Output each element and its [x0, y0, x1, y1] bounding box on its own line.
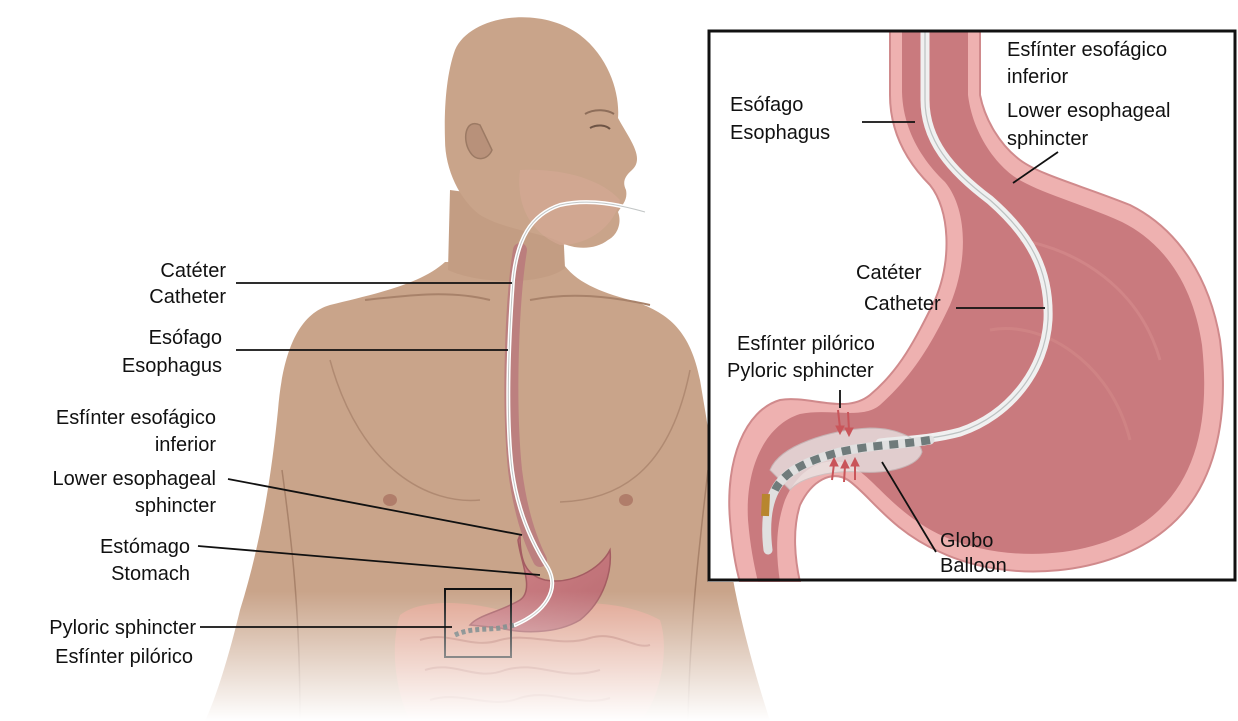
inset-label-balloon-es: Globo: [940, 530, 993, 552]
label-esophagus-en: Esophagus: [122, 355, 222, 377]
inset-label-les-en-2: sphincter: [1007, 128, 1088, 150]
inset-label-pyloric-es: Esfínter pilórico: [737, 333, 875, 355]
inset-label-les-es-1: Esfínter esofágico: [1007, 39, 1167, 61]
label-les-en-1: Lower esophageal: [53, 468, 216, 490]
left-labels: Catéter Catheter Esófago Esophagus Esfín…: [49, 260, 226, 668]
inset-label-esophagus-es: Esófago: [730, 94, 803, 116]
label-stomach-es: Estómago: [100, 536, 190, 558]
label-esophagus-es: Esófago: [149, 327, 222, 349]
inset-label-les-es-2: inferior: [1007, 66, 1068, 88]
inset-label-balloon-en: Balloon: [940, 555, 1007, 577]
label-catheter-en: Catheter: [149, 286, 226, 308]
label-pyloric-es: Esfínter pilórico: [55, 646, 193, 668]
label-stomach-en: Stomach: [111, 563, 190, 585]
label-les-es-1: Esfínter esofágico: [56, 407, 216, 429]
label-les-es-2: inferior: [155, 434, 216, 456]
inset-label-pyloric-en: Pyloric sphincter: [727, 360, 874, 382]
inset-label-esophagus-en: Esophagus: [730, 122, 830, 144]
label-pyloric-en: Pyloric sphincter: [49, 617, 196, 639]
inset-label-catheter-es: Catéter: [856, 262, 922, 284]
inset-label-les-en-1: Lower esophageal: [1007, 100, 1170, 122]
label-les-en-2: sphincter: [135, 495, 216, 517]
label-catheter-es: Catéter: [160, 260, 226, 282]
inset-label-catheter-en: Catheter: [864, 293, 941, 315]
